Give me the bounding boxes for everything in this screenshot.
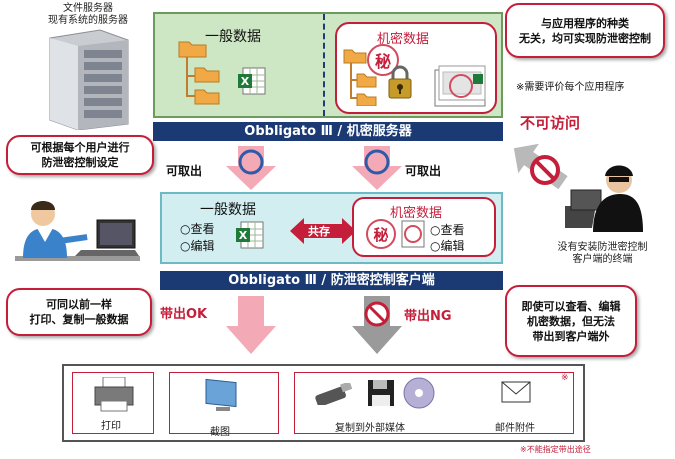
client-secret-doc-icon (400, 219, 426, 249)
server-data-panel: 一般数据 X 机密数据 秘 (153, 12, 503, 118)
server-tower-icon (40, 28, 135, 131)
callout-general-ok: 可同以前一样 打印、复制一般数据 (6, 288, 152, 336)
output-print-cell: 打印 (72, 372, 154, 434)
output-screenshot-label: 截图 (210, 427, 230, 438)
callout-per-user-line2: 防泄密控制设定 (41, 156, 119, 169)
folder-tree-icon (177, 36, 221, 106)
client-spreadsheet-icon: X (235, 220, 265, 250)
take-out-arrow-right (352, 146, 402, 190)
file-server-label-line1: 文件服务器 (63, 3, 113, 14)
take-out-ng-arrow (352, 296, 402, 354)
take-out-ng-label: 带出NG (404, 309, 452, 324)
server-bar: Obbligato Ⅲ / 机密服务器 (153, 122, 503, 141)
client-secret-title: 机密数据 (390, 206, 443, 221)
callout-general-ok-line2: 打印、复制一般数据 (29, 313, 129, 326)
callout-per-user: 可根据每个用户进行 防泄密控制设定 (6, 135, 154, 175)
callout-app-independent: 与应用程序的种类 无关，均可实现防泄密控制 (505, 3, 665, 58)
secret-folder-tree-icon (343, 46, 377, 107)
spreadsheet-icon: X (237, 66, 267, 96)
callout-app-independent-line1: 与应用程序的种类 (541, 16, 629, 30)
can-take-out-left: 可取出 (166, 164, 203, 178)
uninstalled-terminal-line2: 客户端的终端 (572, 254, 633, 265)
floppy-icon (367, 379, 395, 407)
svg-text:X: X (239, 229, 248, 242)
intruder-icon (553, 154, 645, 232)
client-general-title: 一般数据 (200, 202, 256, 218)
server-secret-box: 机密数据 秘 (335, 22, 497, 114)
printer-icon (93, 376, 135, 413)
output-channels-box: 打印 截图 (62, 364, 585, 442)
callout-secret-ng-line2: 机密数据，但无法 (527, 314, 615, 328)
output-print-label: 打印 (101, 421, 121, 432)
client-bar: Obbligato Ⅲ / 防泄密控制客户端 (160, 271, 503, 290)
coexist-arrow (290, 218, 356, 244)
callout-app-independent-line2: 无关，均可实现防泄密控制 (519, 31, 651, 45)
output-screenshot-cell: 截图 (169, 372, 279, 438)
secret-stamp-text: 秘 (374, 52, 391, 71)
blocked-arrow-icon (505, 140, 585, 200)
take-out-ok-label: 带出OK (160, 307, 208, 322)
file-server-label: 文件服务器 现有系统的服务器 (38, 3, 138, 27)
no-access-label: 不可访问 (520, 114, 581, 132)
svg-text:X: X (241, 75, 250, 88)
can-take-out-right: 可取出 (405, 164, 442, 178)
coexist-label: 共存 (308, 225, 330, 238)
secret-data-title: 机密数据 (377, 32, 430, 47)
client-view-label: ○查看 (180, 222, 215, 236)
client-secret-box: 机密数据 秘 ○查看 ○编辑 (352, 197, 496, 257)
user-laptop-icon (15, 196, 140, 274)
uninstalled-terminal-line1: 没有安装防泄密控制 (557, 242, 648, 253)
client-secret-edit-label: ○编辑 (430, 239, 465, 253)
footnote-routes: ※不能指定带出途径 (520, 445, 591, 454)
output-media-cell: 复制到外部媒体 邮件附件 ※ (294, 372, 574, 434)
general-data-title: 一般数据 (205, 29, 261, 45)
output-media-label: 复制到外部媒体 (335, 423, 405, 434)
take-out-ok-arrow (226, 296, 276, 354)
output-email-label: 邮件附件 (495, 423, 535, 434)
usb-drive-icon (315, 381, 355, 407)
cd-disc-icon (403, 377, 435, 409)
client-edit-label: ○编辑 (180, 239, 215, 253)
file-server-label-line2: 现有系统的服务器 (48, 15, 128, 26)
client-secret-stamp-text: 秘 (373, 225, 389, 244)
secret-document-icon (431, 64, 487, 108)
client-secret-view-label: ○查看 (430, 223, 465, 237)
panel-divider (323, 14, 325, 116)
envelope-icon (501, 381, 531, 403)
callout-general-ok-line1: 可同以前一样 (46, 298, 112, 311)
uninstalled-terminal-label: 没有安装防泄密控制 客户端的终端 (545, 242, 660, 266)
note-eval-apps: ※需要评价每个应用程序 (516, 82, 625, 93)
take-out-arrow-left (226, 146, 276, 190)
callout-secret-ng-line3: 带出到客户端外 (532, 329, 610, 343)
client-secret-stamp-icon: 秘 (366, 219, 396, 249)
padlock-icon (387, 64, 413, 100)
output-email-mark: ※ (561, 373, 569, 383)
monitor-icon (202, 377, 242, 413)
callout-secret-ng-line1: 即使可以查看、编辑 (521, 299, 621, 313)
callout-secret-ng: 即使可以查看、编辑 机密数据，但无法 带出到客户端外 (505, 285, 637, 357)
callout-per-user-line1: 可根据每个用户进行 (30, 141, 130, 154)
